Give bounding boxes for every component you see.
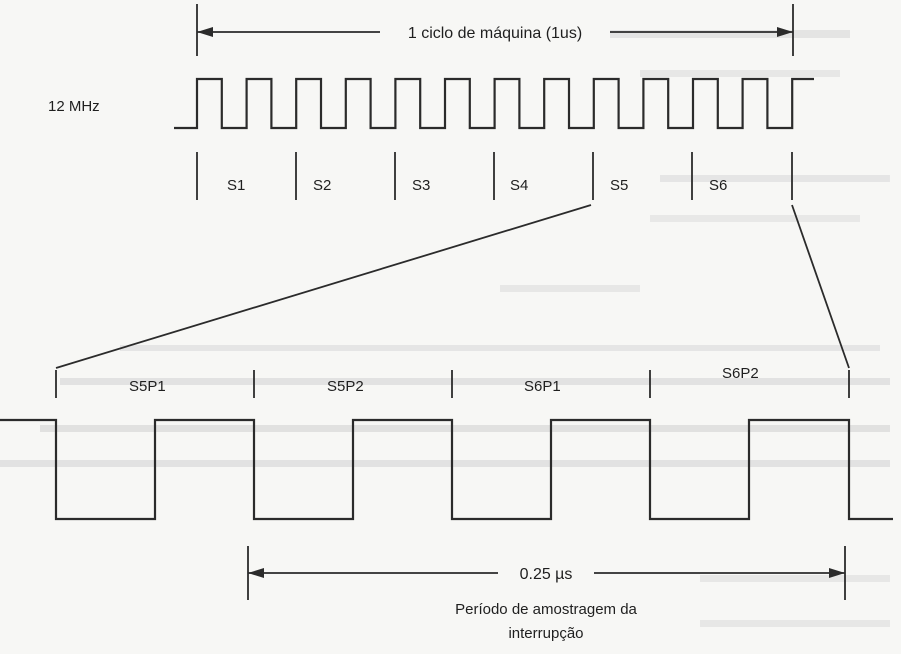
state-label-s3: S3	[412, 177, 430, 194]
expanded-phase-waveform	[0, 418, 893, 521]
page-bleed-through	[0, 30, 890, 627]
state-label-s6: S6	[709, 177, 727, 194]
phase-label-s6p2: S6P2	[722, 365, 759, 382]
state-label-s4: S4	[510, 177, 528, 194]
sample-caption-line2: interrupção	[508, 625, 583, 642]
cycle-arrow-left-head	[197, 27, 213, 37]
sample-arrow-right-head	[829, 568, 845, 578]
zoom-line-right	[791, 204, 850, 369]
sample-period-value: 0.25 µs	[520, 566, 573, 583]
clock-waveform	[174, 77, 814, 130]
phase-row: S5P1 S5P2 S6P1 S6P2	[55, 365, 850, 398]
cycle-label: 1 ciclo de máquina (1us)	[408, 25, 582, 42]
sample-caption-line1: Período de amostragem da	[455, 601, 637, 618]
sample-arrow-left-head	[248, 568, 264, 578]
zoom-line-left	[55, 204, 592, 369]
state-row: S1 S2 S3 S4 S5 S6	[196, 152, 793, 200]
phase-label-s6p1: S6P1	[524, 378, 561, 395]
state-label-s2: S2	[313, 177, 331, 194]
phase-label-s5p1: S5P1	[129, 378, 166, 395]
machine-cycle-dimension: 1 ciclo de máquina (1us)	[196, 4, 794, 56]
clock-frequency-label: 12 MHz	[48, 98, 100, 115]
cycle-arrow-right-head	[777, 27, 793, 37]
state-label-s1: S1	[227, 177, 245, 194]
sample-period-dimension: 0.25 µs Período de amostragem da interru…	[247, 546, 846, 642]
state-label-s5: S5	[610, 177, 628, 194]
phase-label-s5p2: S5P2	[327, 378, 364, 395]
